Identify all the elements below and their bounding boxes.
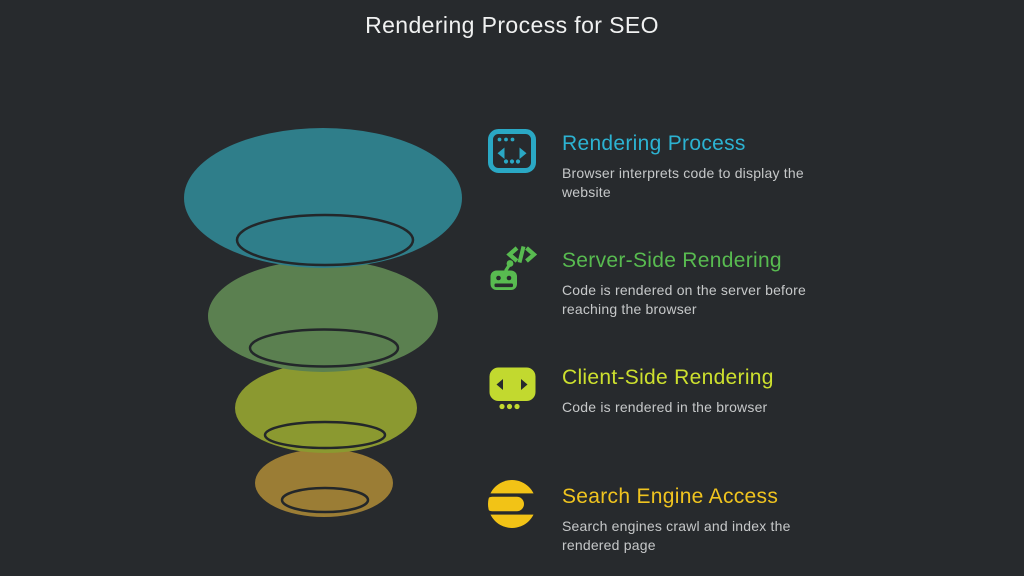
legend-item-search-engine-access: Search Engine Access Search engines craw… [487,479,907,554]
legend-item-title: Search Engine Access [562,485,779,508]
legend-text-block: Rendering Process Browser interprets cod… [562,126,847,201]
legend-item-description: Code is rendered on the server before re… [562,282,806,317]
search-engine-access-layer-ring [280,486,370,514]
server-code-robot-icon [487,243,537,293]
client-browser-arrows-icon [487,360,537,410]
funnel-rings [235,213,415,514]
legend-item-description: Search engines crawl and index the rende… [562,518,791,553]
legend-item-description: Code is rendered in the browser [562,399,768,416]
rendering-process-layer-ring [235,213,415,267]
legend-item-title: Server-Side Rendering [562,249,782,272]
server-side-rendering-layer [208,260,438,372]
rendering-funnel-diagram [184,128,462,517]
rendering-process-layer [184,128,462,268]
page-title: Rendering Process for SEO [365,12,659,38]
legend-text-block: Search Engine Access Search engines craw… [562,479,847,554]
funnel-layers [184,128,462,517]
client-side-rendering-layer [235,363,417,453]
legend-item-server-side-rendering: Server-Side Rendering Code is rendered o… [487,243,907,318]
legend-item-rendering-process: Rendering Process Browser interprets cod… [487,126,907,201]
server-side-rendering-layer-ring [248,328,400,368]
client-side-rendering-layer-ring [263,420,387,450]
legend-item-client-side-rendering: Client-Side Rendering Code is rendered i… [487,360,907,417]
legend-item-title: Client-Side Rendering [562,366,774,389]
browser-render-icon [487,126,537,176]
search-engine-access-layer [255,449,393,517]
legend-text-block: Server-Side Rendering Code is rendered o… [562,243,847,318]
legend-item-description: Browser interprets code to display the w… [562,165,804,200]
search-engine-icon [487,479,537,529]
legend-item-title: Rendering Process [562,132,746,155]
legend-text-block: Client-Side Rendering Code is rendered i… [562,360,774,417]
